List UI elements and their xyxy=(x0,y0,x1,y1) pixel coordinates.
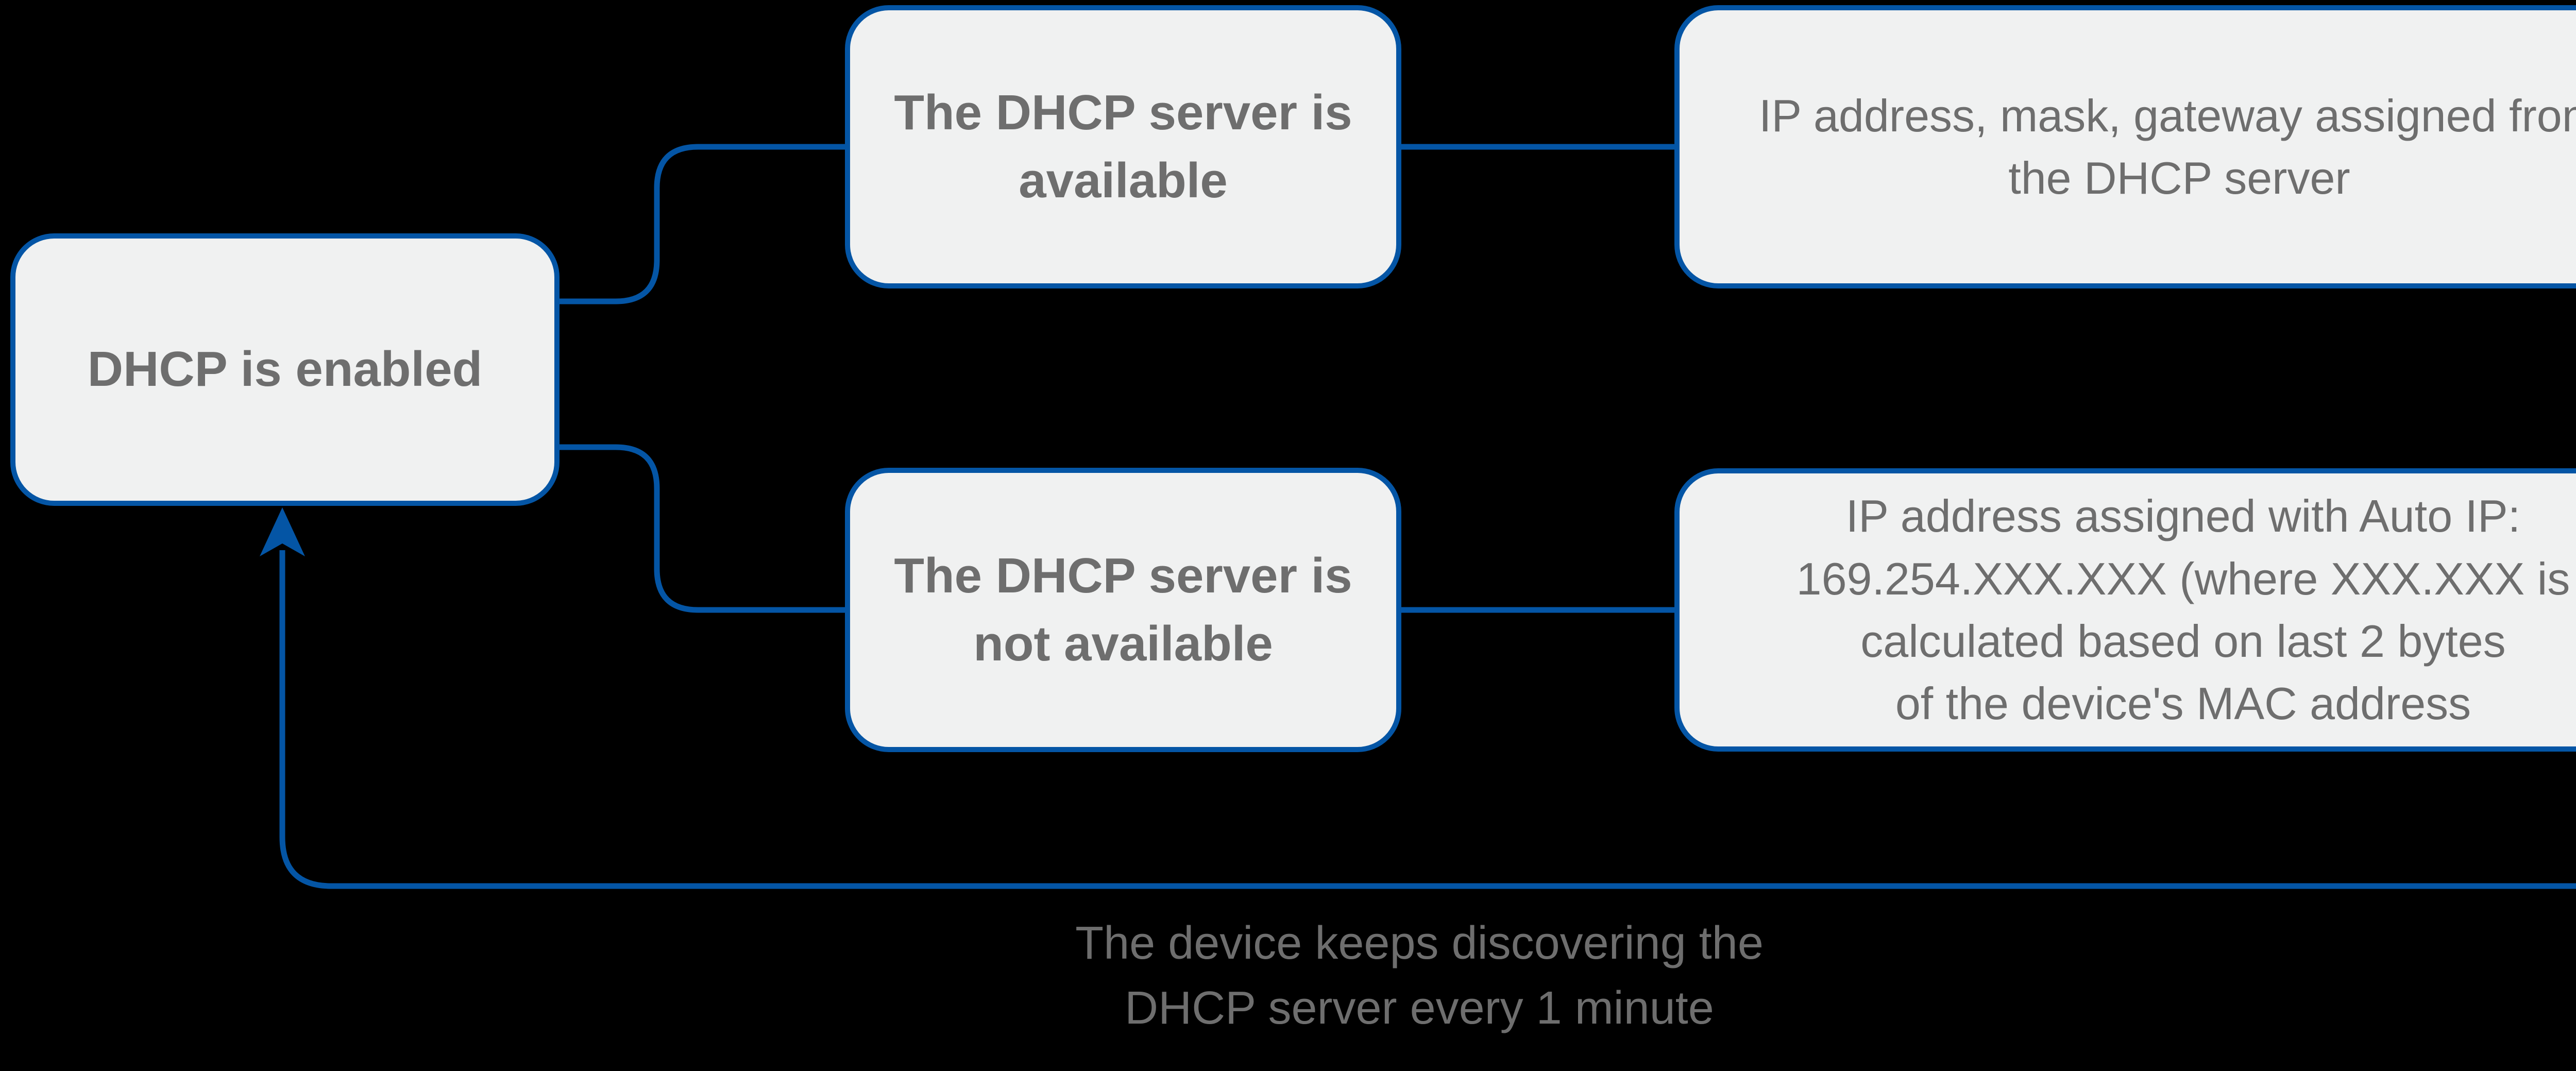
node-dhcp-server-not-available: The DHCP server is not available xyxy=(845,468,1401,752)
node-auto-ip-assigned: IP address assigned with Auto IP: 169.25… xyxy=(1674,468,2576,752)
arrow-up-icon xyxy=(260,507,305,556)
edge-enabled-to-not-available xyxy=(560,444,848,613)
edge-enabled-to-available xyxy=(560,144,848,304)
node-ip-assigned-from-dhcp: IP address, mask, gateway assigned from … xyxy=(1674,5,2576,288)
edge-loop-back xyxy=(279,550,2576,889)
node-dhcp-server-available: The DHCP server is available xyxy=(845,5,1401,288)
node-dhcp-enabled: DHCP is enabled xyxy=(10,233,560,506)
loop-caption: The device keeps discovering the DHCP se… xyxy=(1075,917,1764,1034)
